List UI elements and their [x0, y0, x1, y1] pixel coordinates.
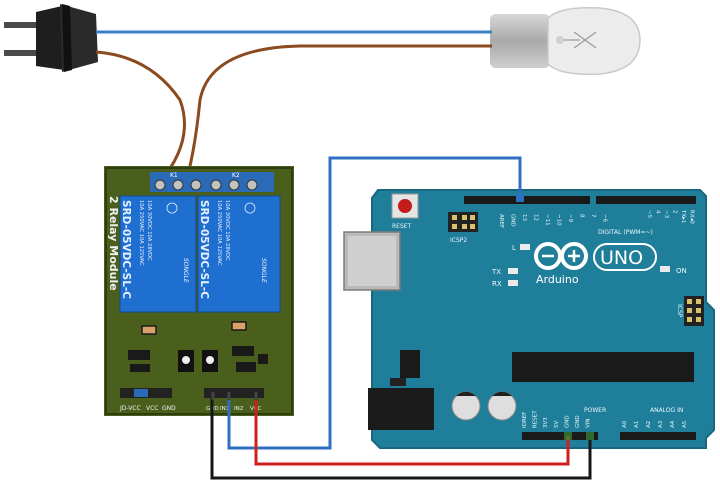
relay-module-title: 2 Relay Module [107, 196, 120, 291]
relay-module: K1 K2 2 Relay Module SRD-05VDC-SL-C 10A … [104, 166, 294, 416]
relay-2 [197, 195, 281, 313]
icsp2-label: ICSP2 [450, 237, 467, 244]
terminal-label-k2: K2 [232, 172, 240, 179]
terminal-label-k1: K1 [170, 172, 178, 179]
analog-pin-label-0: A0 [622, 420, 628, 428]
analog-pin-label-2: A2 [646, 421, 652, 428]
relay-2-model: SRD-05VDC-SL-C [198, 200, 210, 299]
power-jack [368, 388, 434, 430]
relay-1-model: SRD-05VDC-SL-C [120, 200, 132, 299]
analog-pin-label-1: A1 [634, 421, 640, 428]
power-header [522, 432, 598, 440]
digital-label: DIGITAL (PWM=~) [598, 229, 653, 236]
relay-1 [119, 195, 197, 313]
top-pin-label-12: ~3 [663, 210, 669, 219]
gnd-wire [210, 398, 592, 480]
power-pin-label-1: RESET [533, 410, 539, 428]
power-pin-label-2: 3V3 [543, 417, 549, 428]
input-pin-in1: IN1 [220, 406, 229, 412]
power-pin-label-6: VIN [586, 419, 592, 429]
top-pin-label-3: 12 [533, 214, 539, 221]
plug-icon [4, 4, 98, 72]
vcc-wire [254, 398, 570, 466]
led-label-tx: TX [491, 268, 501, 276]
digital-header-2 [596, 196, 696, 204]
analog-header [620, 432, 696, 440]
analog-pin-labels: A0 A1 A2 A3 A4 A5 [622, 420, 688, 428]
top-pin-label-10: ~5 [646, 210, 652, 219]
power-pin-label-0: IOREF [522, 412, 528, 428]
top-pin-label-5: ~10 [556, 214, 562, 226]
top-pin-label-8: 7 [590, 214, 596, 218]
on-label: ON [676, 267, 687, 275]
relay-1-brand: SONGLE [182, 258, 189, 283]
input-pin-in2: IN2 [234, 406, 243, 412]
top-pin-label-14: TX▸1 [680, 209, 686, 223]
top-pin-label-15: RX◂0 [689, 210, 695, 224]
mains-wires [95, 30, 492, 183]
relay-2-brand: SONGLE [260, 258, 267, 283]
top-pin-label-11: 4 [655, 210, 661, 214]
led-label-l: L [512, 244, 516, 252]
relay-2-rating-2: 10A 30VDC 10A 28VDC [224, 200, 230, 261]
arduino-model: UNO [600, 247, 643, 269]
arduino-brand: Arduino [536, 273, 579, 286]
jumper-label-jdvcc: JD-VCC [119, 405, 141, 412]
relay-module-components [128, 321, 268, 372]
analog-label: ANALOG IN [650, 407, 683, 414]
top-pin-label-4: ~11 [544, 214, 550, 226]
top-pin-label-7: 8 [579, 214, 585, 218]
reset-label: RESET [392, 223, 412, 230]
relay-1-rating-1: 10A 250VAC 10A 125VAC [138, 200, 144, 266]
power-label: POWER [584, 407, 606, 414]
relay-1-rating-2: 10A 30VDC 10A 28VDC [146, 200, 152, 261]
top-pin-label-1: GND [510, 214, 516, 227]
top-pin-label-6: ~9 [567, 214, 573, 223]
jumper-label-gnd: GND [162, 405, 176, 412]
relay-2-rating-1: 10A 250VAC 10A 125VAC [216, 200, 222, 266]
analog-pin-label-5: A5 [682, 420, 688, 428]
top-pin-label-2: 13 [521, 214, 527, 221]
top-pin-label-9: ~6 [602, 214, 608, 223]
signal-wire [227, 156, 522, 450]
led-label-rx: RX [492, 280, 502, 288]
icsp-label: ICSP [676, 304, 683, 318]
microcontroller-chip [512, 352, 694, 382]
light-bulb-icon [490, 6, 641, 76]
digital-header-1 [464, 196, 590, 204]
control-wires [210, 156, 594, 480]
arduino-logo-icon [534, 242, 588, 270]
top-pin-label-0: AREF [498, 214, 504, 228]
power-pin-label-3: 5V [554, 421, 560, 428]
jumper-label-vcc: VCC [146, 405, 158, 412]
analog-pin-label-3: A3 [658, 420, 664, 428]
analog-pin-label-4: A4 [670, 420, 676, 428]
power-pin-label-5: GND [575, 415, 581, 428]
power-pin-labels: IOREF RESET 3V3 5V GND GND VIN [522, 410, 592, 428]
power-pin-label-4: GND [564, 415, 570, 428]
top-pin-label-13: 2 [672, 210, 678, 214]
